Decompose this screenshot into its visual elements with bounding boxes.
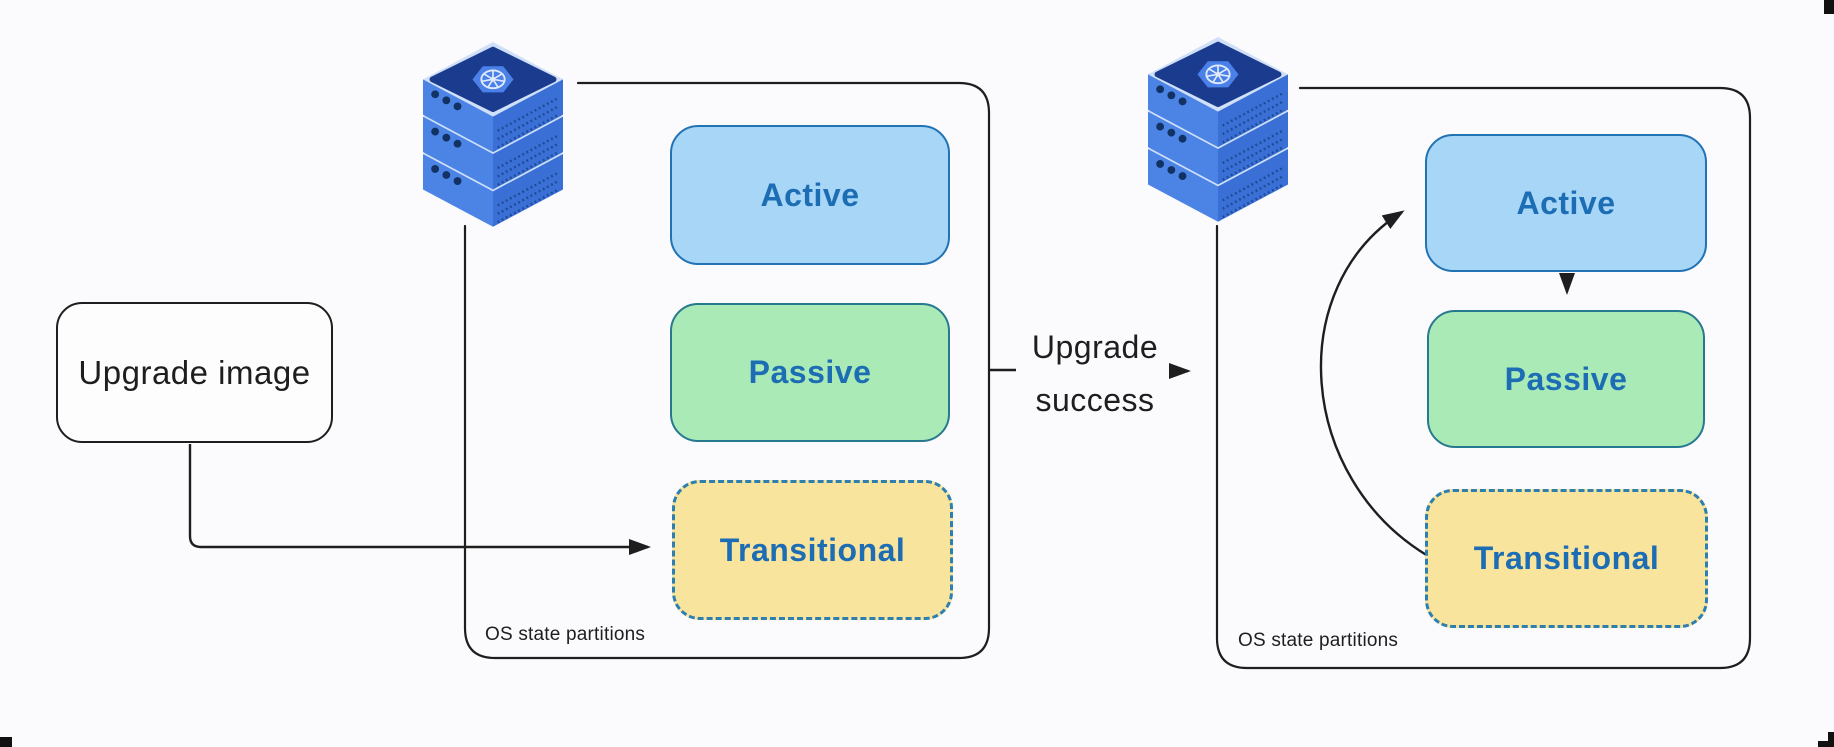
kubernetes-logo — [1154, 41, 1282, 107]
upgrade-image-to-transitional-arrow — [188, 444, 651, 555]
screen-corner-mark-top-right — [1824, 0, 1834, 14]
right-passive-partition: Passive — [1427, 310, 1705, 448]
right-panel-outline — [1215, 86, 1752, 670]
kubernetes-logo — [429, 46, 557, 112]
left-active-partition: Active — [670, 125, 950, 265]
left-passive-label: Passive — [748, 354, 872, 390]
screen-corner-mark-bottom-right — [1828, 732, 1834, 747]
transitional-to-active-arrow — [1319, 210, 1429, 558]
server-unit-top — [423, 42, 563, 153]
right-transitional-partition: Transitional — [1425, 489, 1708, 628]
right-transitional-label: Transitional — [1473, 540, 1660, 576]
left-active-label: Active — [760, 176, 860, 213]
left-transitional-partition: Transitional — [672, 480, 953, 620]
left-panel-outline — [463, 81, 991, 660]
right-passive-label: Passive — [1504, 360, 1628, 397]
right-panel-caption: OS state partitions — [1238, 630, 1399, 651]
left-passive-partition: Passive — [670, 303, 950, 442]
screen-corner-mark-bottom-right — [1818, 741, 1834, 747]
left-panel-caption: OS state partitions — [485, 624, 646, 645]
kubernetes-server-stack-icon — [1148, 37, 1288, 222]
upgrade-success-label: Upgrade success — [1000, 321, 1190, 427]
kubernetes-server-stack-icon — [423, 42, 563, 227]
screen-corner-mark-bottom-left — [0, 737, 12, 747]
upgrade-image-label: Upgrade image — [78, 353, 311, 391]
right-active-partition: Active — [1425, 134, 1707, 272]
left-transitional-label: Transitional — [719, 531, 906, 568]
upgrade-image-node: Upgrade image — [56, 302, 333, 443]
upgrade-success-line2: success — [1035, 382, 1155, 418]
right-active-label: Active — [1516, 184, 1616, 221]
upgrade-success-line1: Upgrade — [1031, 329, 1159, 365]
